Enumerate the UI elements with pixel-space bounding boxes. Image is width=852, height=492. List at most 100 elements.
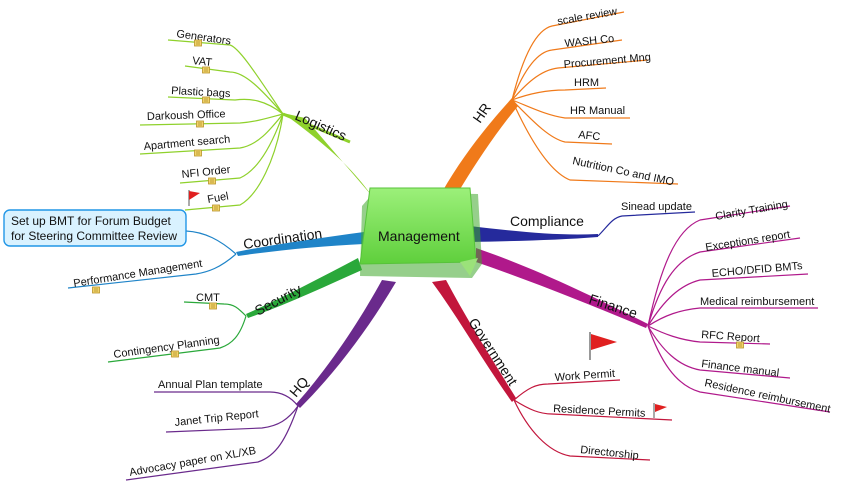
leaf-government-work-permit[interactable]: Work Permit	[554, 332, 617, 384]
branch-logistics[interactable]: Logistics	[282, 107, 372, 196]
leaf-label: Procurement Mng	[563, 51, 651, 71]
branch-finance-label: Finance	[587, 291, 640, 322]
leaf-label: HRM	[574, 77, 599, 89]
leaf-label: Janet Trip Report	[174, 408, 259, 429]
government-leaves	[513, 379, 673, 461]
leaf-hq-annual-plan[interactable]: Annual Plan template	[158, 379, 263, 391]
leaf-label: Annual Plan template	[158, 379, 263, 391]
leaf-finance-residence-reimbursement[interactable]: Residence reimbursement	[703, 377, 831, 415]
note-icon	[202, 96, 210, 104]
branch-logistics-underline	[282, 112, 351, 144]
leaf-label: Residence Permits	[553, 403, 646, 420]
leaf-label: scale review	[556, 6, 618, 28]
leaf-finance-exceptions-report[interactable]: Exceptions report	[705, 229, 791, 254]
leaf-hr-nutrition[interactable]: Nutrition Co and IMO	[571, 155, 675, 188]
leaf-hq-advocacy-paper[interactable]: Advocacy paper on XL/XB	[128, 445, 257, 479]
note-icon	[212, 204, 220, 212]
leaf-hr-wash-co[interactable]: WASH Co	[564, 33, 615, 50]
leaf-label: Apartment search	[143, 133, 231, 153]
leaf-label: Performance Management	[73, 258, 204, 290]
central-node-shape	[359, 187, 477, 265]
leaf-label: HR Manual	[570, 105, 625, 117]
leaf-logistics-fuel[interactable]: Fuel	[188, 190, 230, 212]
red-flag-icon	[188, 190, 200, 206]
logistics-leaves	[139, 39, 284, 211]
leaf-government-directorship[interactable]: Directorship	[580, 444, 640, 462]
leaf-label: VAT	[192, 55, 213, 69]
note-icon	[209, 302, 217, 310]
callout-background	[3, 209, 187, 247]
leaf-label: Nutrition Co and IMO	[571, 155, 675, 188]
leaf-finance-clarity-training[interactable]: Clarity Training	[714, 198, 788, 223]
leaf-logistics-darkoush-office[interactable]: Darkoush Office	[147, 108, 226, 128]
leaf-label: RFC Report	[701, 329, 760, 345]
branch-hr-label: HR	[469, 100, 494, 126]
leaf-label: WASH Co	[564, 33, 615, 50]
finance-leaves	[647, 205, 831, 413]
leaf-label: Directorship	[580, 444, 640, 462]
leaf-logistics-plastic-bags[interactable]: Plastic bags	[171, 85, 231, 104]
leaf-label: Work Permit	[554, 368, 615, 384]
branch-government[interactable]: Government	[432, 280, 521, 402]
branch-compliance[interactable]: Compliance	[470, 213, 598, 242]
leaf-security-cmt[interactable]: CMT	[196, 292, 220, 310]
leaf-label: Exceptions report	[705, 229, 791, 254]
branch-security[interactable]: Security	[246, 258, 362, 319]
leaf-hr-scale-review[interactable]: scale review	[556, 6, 618, 28]
callout-box[interactable]: Set up BMT for Forum Budget for Steering…	[3, 209, 187, 247]
leaf-logistics-vat[interactable]: VAT	[192, 55, 213, 74]
branch-hq-stroke	[296, 280, 396, 408]
leaf-label: AFC	[578, 129, 601, 143]
central-node[interactable]: Management	[359, 187, 482, 278]
leaf-label: CMT	[196, 292, 220, 304]
leaf-finance-rfc-report[interactable]: RFC Report	[701, 329, 760, 349]
hq-leaves	[125, 391, 299, 481]
leaf-security-contingency[interactable]: Contingency Planning	[113, 334, 221, 361]
central-node-label: Management	[378, 228, 460, 244]
branch-hr-stroke	[442, 98, 518, 196]
leaf-hr-procurement-mng[interactable]: Procurement Mng	[563, 51, 651, 71]
coordination-leaves	[67, 230, 237, 289]
security-leaves	[107, 301, 247, 363]
leaf-government-residence-permits[interactable]: Residence Permits	[553, 403, 667, 420]
branch-hq[interactable]: HQ	[286, 280, 396, 408]
note-icon	[194, 39, 202, 47]
leaf-label: Fuel	[206, 190, 229, 206]
callout-line2: for Steering Committee Review	[11, 229, 177, 243]
leaf-logistics-nfi-order[interactable]: NFI Order	[181, 164, 231, 185]
leaf-label: Clarity Training	[714, 198, 788, 223]
note-icon	[196, 120, 204, 128]
leaf-label: Generators	[176, 28, 233, 48]
callout-line1: Set up BMT for Forum Budget	[11, 214, 172, 228]
branch-finance-stroke	[476, 248, 648, 328]
compliance-leaves	[597, 211, 696, 237]
branch-hr[interactable]: HR	[442, 98, 518, 196]
leaf-compliance-sinead-update[interactable]: Sinead update	[621, 201, 692, 213]
leaf-hr-afc[interactable]: AFC	[578, 129, 601, 143]
branch-government-label: Government	[465, 315, 520, 388]
leaf-hr-hr-manual[interactable]: HR Manual	[570, 105, 625, 117]
leaf-logistics-generators[interactable]: Generators	[176, 28, 233, 48]
branch-finance[interactable]: Finance	[476, 248, 648, 328]
leaf-finance-finance-manual[interactable]: Finance manual	[701, 358, 780, 379]
note-icon	[736, 341, 744, 349]
central-node-fold	[460, 258, 478, 276]
red-flag-icon	[589, 332, 617, 360]
red-flag-icon	[653, 403, 667, 418]
leaf-hr-hrm[interactable]: HRM	[574, 77, 599, 89]
leaf-label: Finance manual	[701, 358, 780, 379]
branch-coordination-stroke	[236, 232, 364, 256]
note-icon	[208, 177, 216, 185]
note-icon	[194, 149, 202, 157]
note-icon	[202, 66, 210, 74]
branch-compliance-stroke	[470, 226, 598, 242]
branch-coordination[interactable]: Coordination	[236, 225, 364, 256]
leaf-finance-medical-reimbursement[interactable]: Medical reimbursement	[700, 296, 814, 308]
leaf-hq-janet-trip[interactable]: Janet Trip Report	[174, 408, 259, 429]
leaf-label: Sinead update	[621, 201, 692, 213]
branch-security-stroke	[246, 258, 362, 318]
leaf-label: Contingency Planning	[113, 334, 221, 361]
branch-security-label: Security	[252, 281, 304, 319]
branch-government-stroke	[432, 280, 516, 402]
